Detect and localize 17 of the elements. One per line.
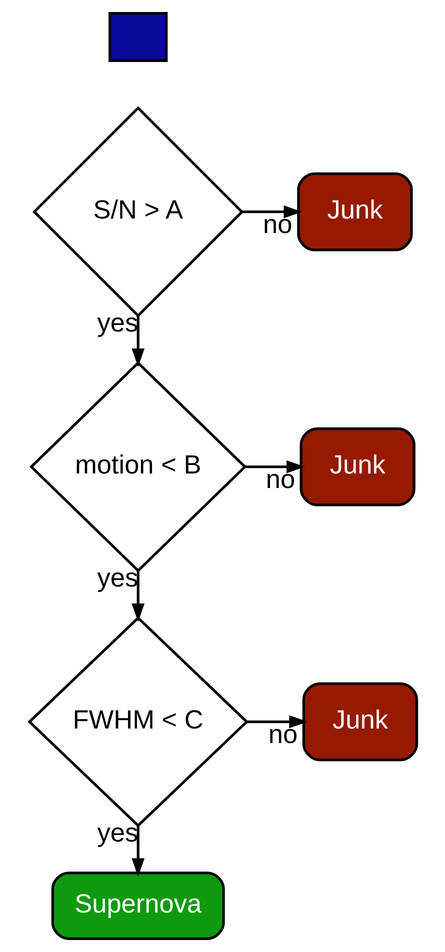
- arrow: [131, 316, 144, 367]
- edge-label: no: [262, 208, 292, 239]
- node-box: Junk: [299, 427, 415, 506]
- arrow: [242, 205, 302, 218]
- node-diamond: motion < B: [28, 361, 246, 572]
- node-box: [108, 12, 168, 62]
- node-diamond: S/N > A: [32, 106, 244, 318]
- node-box: Junk: [296, 172, 412, 252]
- node-box: Supernova: [50, 872, 224, 940]
- edge-label: no: [265, 464, 295, 494]
- node-box: Junk: [302, 682, 418, 762]
- arrow: [131, 826, 144, 877]
- arrow: [246, 715, 308, 728]
- node-diamond: FWHM < C: [27, 616, 248, 828]
- arrow: [244, 460, 304, 474]
- arrow: [131, 570, 144, 622]
- edge-label: no: [268, 718, 298, 749]
